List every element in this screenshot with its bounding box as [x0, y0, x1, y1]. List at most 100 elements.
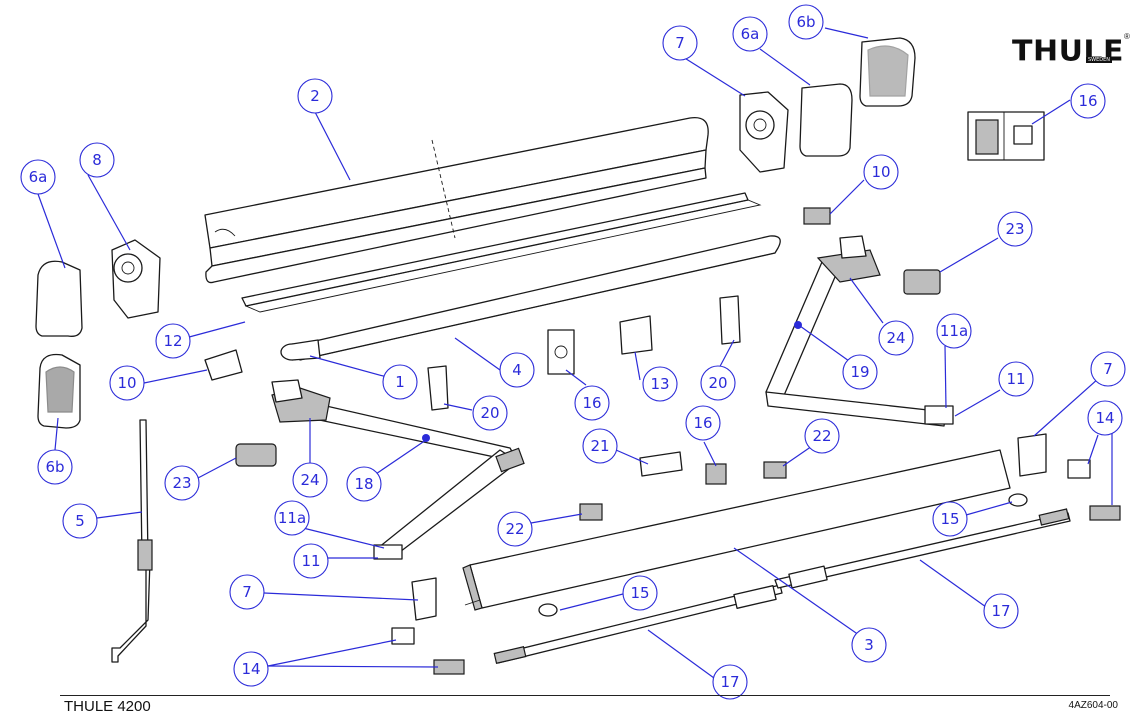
svg-text:14: 14: [1095, 409, 1114, 427]
svg-text:17: 17: [720, 673, 739, 691]
callout-15-left: 15: [622, 575, 658, 611]
callout-16-lower: 16: [685, 405, 721, 441]
part-cap-23-left: [235, 443, 277, 467]
part-fabric: [297, 235, 781, 361]
registered-mark: ®: [1124, 32, 1130, 41]
callout-20-right: 20: [700, 365, 736, 401]
svg-text:11a: 11a: [940, 322, 968, 340]
part-bracket-13: [619, 315, 653, 355]
callout-1: 1: [382, 364, 418, 400]
svg-text:16: 16: [693, 414, 712, 432]
svg-text:6a: 6a: [29, 168, 48, 186]
svg-text:6a: 6a: [741, 25, 760, 43]
callout-11a-left: 11a: [274, 500, 310, 536]
part-15-right: [1008, 493, 1028, 507]
svg-text:11a: 11a: [278, 509, 306, 527]
part-bracket-16: [547, 329, 575, 375]
callout-16-inset: 16: [1070, 83, 1106, 119]
svg-text:10: 10: [117, 374, 136, 392]
callout-11-left: 11: [293, 543, 329, 579]
svg-text:19: 19: [850, 363, 869, 381]
logo-subtext: SWEDEN: [1086, 57, 1113, 63]
part-14-left-a: [391, 627, 415, 645]
svg-text:7: 7: [675, 34, 685, 52]
callout-22-lower: 22: [497, 511, 533, 547]
svg-text:15: 15: [940, 510, 959, 528]
svg-text:17: 17: [991, 602, 1010, 620]
callout-6b-left: 6b: [37, 449, 73, 485]
svg-text:10: 10: [871, 163, 890, 181]
callout-13: 13: [642, 366, 678, 402]
callout-24-right: 24: [878, 320, 914, 356]
part-right-arm: [765, 235, 954, 427]
callout-24-left: 24: [292, 462, 328, 498]
part-end-cap-7-right: [1017, 433, 1047, 477]
svg-text:21: 21: [590, 437, 609, 455]
part-14-right-b: [1089, 505, 1121, 521]
arm-marker-right: [794, 321, 802, 329]
part-cover-6a-left: [35, 260, 83, 337]
callout-6b-right: 6b: [788, 4, 824, 40]
callout-3: 3: [851, 627, 887, 663]
svg-text:13: 13: [650, 375, 669, 393]
part-end-mechanism-left: [111, 239, 161, 319]
svg-text:7: 7: [1103, 360, 1113, 378]
callout-23-right: 23: [997, 211, 1033, 247]
part-cover-6b-left: [37, 353, 81, 429]
part-15-left: [538, 603, 558, 617]
part-front-rail: [462, 449, 1011, 611]
part-lower-bar-b: [774, 508, 1071, 589]
part-bracket-21: [639, 451, 683, 477]
svg-text:15: 15: [630, 584, 649, 602]
svg-text:22: 22: [812, 427, 831, 445]
svg-text:6b: 6b: [45, 458, 64, 476]
callout-14-right: 14: [1087, 400, 1123, 436]
callout-19: 19: [842, 354, 878, 390]
callout-17-lower: 17: [712, 664, 748, 700]
arm-marker-left: [422, 434, 430, 442]
callout-14-left: 14: [233, 651, 269, 687]
part-cap-23-right: [903, 269, 941, 295]
svg-text:1: 1: [395, 373, 405, 391]
callout-15-right: 15: [932, 501, 968, 537]
part-crank-handle-5: [111, 419, 153, 663]
part-16-inset: [967, 111, 1045, 161]
callout-10-right: 10: [863, 154, 899, 190]
svg-text:11: 11: [1006, 370, 1025, 388]
part-bracket-20-right: [719, 295, 741, 345]
part-14-left-b: [433, 659, 465, 675]
part-bracket-22-lower: [579, 503, 603, 521]
svg-text:16: 16: [582, 394, 601, 412]
part-lower-bar-a: [493, 584, 783, 664]
svg-text:8: 8: [92, 151, 102, 169]
svg-text:4: 4: [512, 361, 522, 379]
part-14-right-a: [1067, 459, 1091, 479]
callout-9: 7: [662, 25, 698, 61]
callout-6a-right: 6a: [732, 16, 768, 52]
svg-text:23: 23: [1005, 220, 1024, 238]
callout-7-right: 7: [1090, 351, 1126, 387]
part-end-cap-7-left: [411, 577, 437, 621]
part-bracket-22-upper: [763, 461, 787, 479]
callout-6a-left: 6a: [20, 159, 56, 195]
svg-text:3: 3: [864, 636, 874, 654]
callout-12: 12: [155, 323, 191, 359]
callout-23-left: 23: [164, 465, 200, 501]
svg-text:18: 18: [354, 475, 373, 493]
callout-20-left: 20: [472, 395, 508, 431]
part-case-profile: [204, 116, 709, 284]
svg-text:20: 20: [480, 404, 499, 422]
callout-16-bracket: 16: [574, 385, 610, 421]
part-front-strip: [241, 192, 762, 313]
svg-text:7: 7: [242, 583, 252, 601]
callout-22-upper: 22: [804, 418, 840, 454]
callout-11-right: 11: [998, 361, 1034, 397]
callout-11a-right: 11a: [936, 313, 972, 349]
svg-text:24: 24: [300, 471, 319, 489]
svg-text:5: 5: [75, 512, 85, 530]
part-bracket-16-lower: [705, 463, 727, 485]
svg-text:16: 16: [1078, 92, 1097, 110]
callout-8: 8: [79, 142, 115, 178]
part-cover-6b-right: [859, 37, 916, 107]
svg-text:6b: 6b: [796, 13, 815, 31]
